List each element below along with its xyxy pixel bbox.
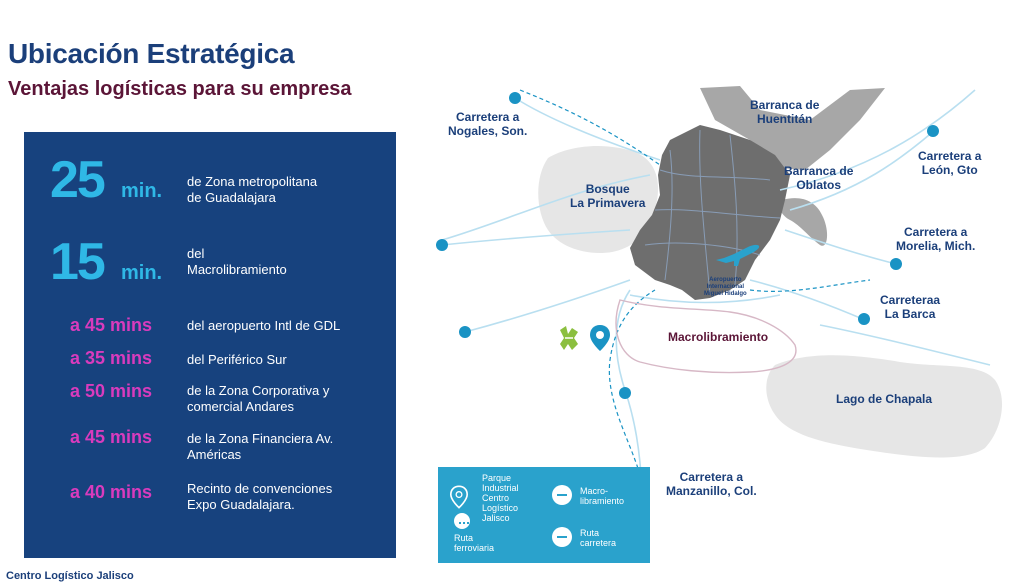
distance-time: a 40 mins — [70, 482, 153, 502]
label-lago-chapala: Lago de Chapala — [836, 392, 933, 406]
airplane-icon — [716, 244, 760, 266]
location-pin-icon — [450, 485, 468, 509]
road-manzanillo — [615, 289, 631, 391]
highlight-description: de Zona metropolitana de Guadalajara — [187, 174, 318, 205]
distance-time: a 45 mins — [70, 315, 153, 335]
page-title: Ubicación Estratégica — [8, 38, 295, 69]
road-west-2 — [441, 174, 651, 241]
road-west — [441, 229, 631, 246]
info-panel: 25 min. de Zona metropolitana de Guadala… — [24, 132, 396, 558]
macrolibramiento-ring — [615, 299, 797, 374]
label-macrolibramiento: Macrolibramiento — [668, 330, 769, 344]
marker-leon — [927, 125, 939, 137]
map-graphic — [436, 86, 1003, 491]
highlight-number: 15 — [50, 233, 106, 291]
marker-nogales — [509, 92, 521, 104]
highlight-number: 25 — [50, 151, 106, 209]
road-barca-2 — [819, 324, 991, 366]
distance-description: Recinto de convenciones Expo Guadalajara… — [187, 481, 333, 512]
road-morelia — [784, 229, 901, 266]
highlight-row: 15 min. del Macrolibramiento — [24, 236, 396, 296]
distance-description: de la Zona Corporativa y comercial Andar… — [187, 383, 330, 414]
road-leon — [789, 129, 936, 211]
railway-east — [749, 279, 871, 292]
barranca-huentitan — [700, 86, 885, 170]
road-nogales — [514, 97, 661, 161]
distance-time: a 45 mins — [70, 427, 153, 447]
road-legend-icon — [552, 527, 572, 547]
marker-barca — [858, 313, 870, 325]
highlight-unit: min. — [121, 262, 163, 284]
marker-southwest — [459, 326, 471, 338]
marker-manzanillo — [619, 387, 631, 399]
road-cross — [629, 294, 781, 304]
distance-description: del Periférico Sur — [187, 352, 287, 367]
road-southwest — [464, 279, 631, 333]
industrial-park-icon — [560, 326, 578, 350]
distance-description: del aeropuerto Intl de GDL — [187, 318, 341, 333]
road-barca — [749, 279, 866, 321]
road-leon-2 — [779, 89, 976, 191]
footer-brand: Centro Logístico Jalisco — [6, 570, 134, 582]
distance-time: a 50 mins — [70, 381, 153, 401]
distance-time: a 35 mins — [70, 348, 153, 368]
page-subtitle: Ventajas logísticas para su empresa — [8, 78, 352, 100]
marker-west — [436, 239, 448, 251]
marker-morelia — [890, 258, 902, 270]
location-pin-icon — [590, 325, 610, 351]
railway-legend-icon — [454, 513, 470, 529]
highlight-description: del Macrolibramiento — [187, 246, 287, 277]
lake-area — [766, 355, 1003, 458]
railway-south — [608, 289, 656, 476]
macrolibramiento-legend-icon — [552, 485, 572, 505]
distance-description: de la Zona Financiera Av. Américas — [187, 431, 334, 462]
forest-area — [538, 146, 659, 254]
highlight-unit: min. — [121, 180, 163, 202]
highlight-row: 25 min. de Zona metropolitana de Guadala… — [24, 154, 396, 214]
